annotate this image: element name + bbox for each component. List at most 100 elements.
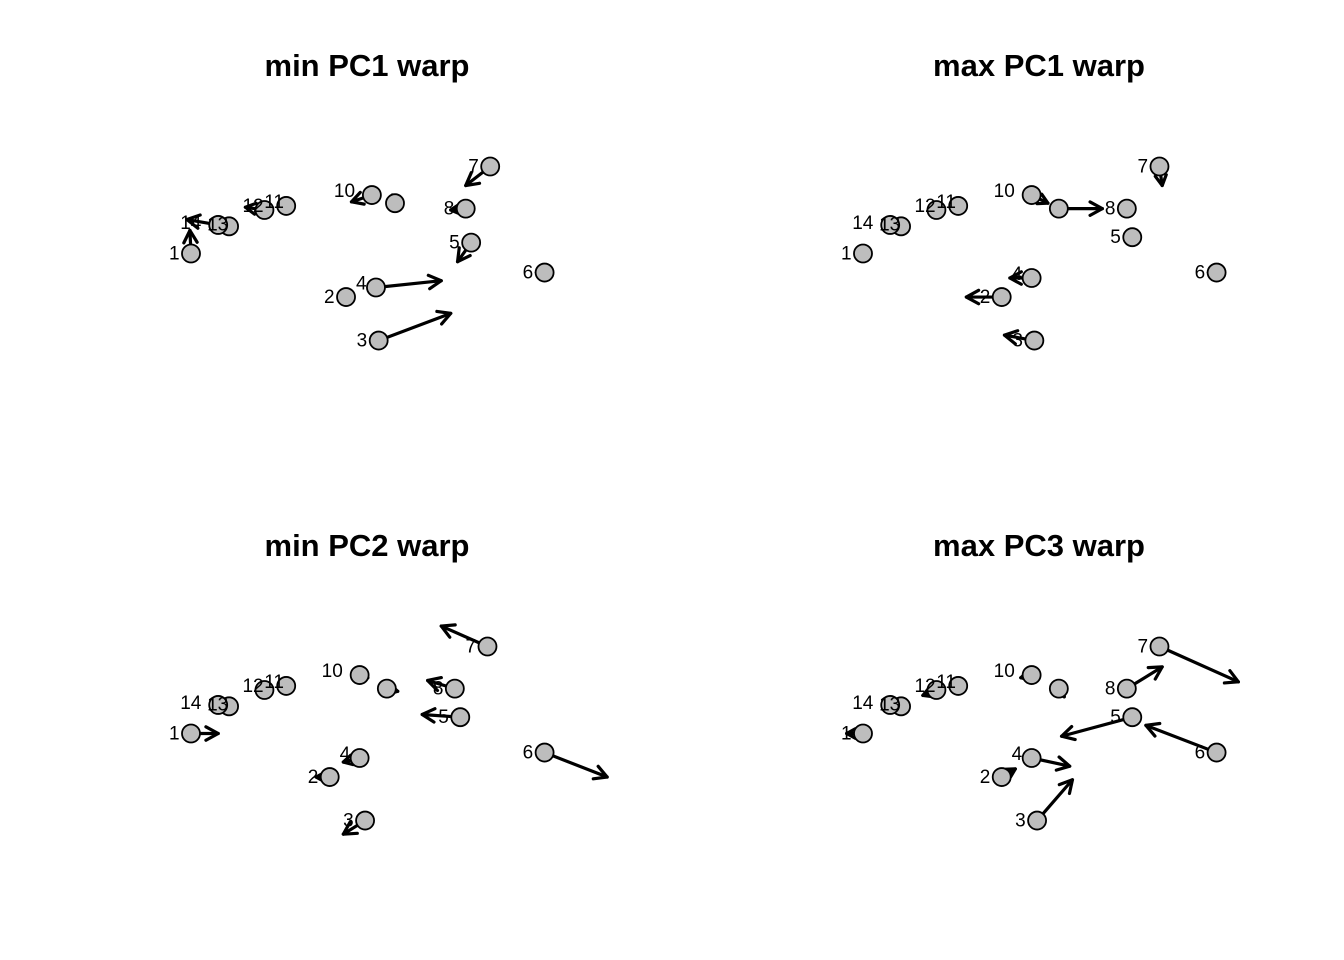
landmark-point-11 (276, 676, 297, 696)
landmark-label-10: 10 (334, 181, 355, 202)
landmark-point-1 (181, 243, 201, 264)
landmark-label-4: 4 (1012, 744, 1023, 765)
arrowhead-2 (964, 288, 981, 306)
landmark-label-8: 8 (1105, 199, 1116, 220)
landmark-point-8 (1116, 678, 1137, 699)
arrowhead-6 (1144, 721, 1162, 738)
landmark-point-4 (1021, 748, 1042, 768)
arrowhead-8 (449, 203, 461, 216)
arrowhead-10 (1035, 192, 1050, 206)
arrowhead-10 (349, 190, 366, 206)
landmark-label-2: 2 (324, 287, 335, 308)
landmark-label-3: 3 (1012, 331, 1023, 352)
panel-title: min PC2 warp (265, 528, 470, 563)
landmark-label-5: 5 (1110, 227, 1121, 248)
landmarks (853, 156, 1227, 351)
arrowhead-7 (439, 623, 457, 639)
landmark-point-2 (991, 767, 1012, 787)
warp-vector-6 (1144, 723, 1219, 755)
landmark-point-4 (1021, 268, 1042, 288)
landmark-point-2 (319, 767, 340, 787)
landmark-point-1 (181, 723, 201, 744)
landmark-label-12: 12 (914, 676, 935, 697)
landmark-label-10: 10 (322, 661, 343, 682)
arrowhead-3 (1057, 778, 1075, 796)
landmark-label-6: 6 (523, 743, 534, 764)
arrowhead-3 (435, 309, 453, 326)
landmark-label-12: 12 (914, 196, 935, 217)
landmark-label-3: 3 (343, 811, 354, 832)
arrowhead-9 (1088, 200, 1104, 217)
landmark-point-5 (1122, 707, 1143, 728)
landmark-label-10: 10 (994, 661, 1015, 682)
arrowhead-12 (921, 687, 934, 699)
arrowhead-1 (204, 725, 220, 742)
landmark-point-14 (880, 215, 901, 235)
landmark-label-8: 8 (1105, 679, 1116, 700)
arrowhead-7 (1222, 669, 1240, 685)
landmark-label-1: 1 (841, 724, 852, 745)
arrowhead-8 (1146, 665, 1164, 681)
arrowhead-5 (1059, 724, 1077, 742)
landmark-label-14: 14 (852, 693, 874, 714)
arrowhead-5 (420, 707, 437, 724)
arrowhead-5 (455, 246, 472, 264)
arrowhead-4 (1054, 755, 1072, 772)
landmark-point-12 (254, 200, 275, 220)
landmark-point-8 (444, 678, 465, 699)
arrowhead-4 (1008, 270, 1023, 286)
arrowhead-8 (426, 675, 443, 693)
landmark-label-7: 7 (1137, 636, 1148, 657)
landmark-label-14: 14 (180, 213, 202, 234)
arrowhead-4 (426, 273, 443, 291)
landmark-point-14 (208, 695, 229, 715)
landmark-label-12: 12 (242, 676, 263, 697)
landmark-label-4: 4 (356, 274, 367, 295)
landmark-label-14: 14 (180, 693, 202, 714)
landmark-label-10: 10 (994, 181, 1015, 202)
landmark-label-11: 11 (264, 192, 284, 213)
landmark-label-6: 6 (1195, 743, 1206, 764)
landmark-point-11 (948, 196, 969, 216)
landmark-label-2: 2 (308, 767, 319, 788)
warp-vectors (845, 644, 1240, 823)
landmark-label-4: 4 (340, 744, 351, 765)
landmark-label-11: 11 (264, 672, 284, 693)
landmark-point-7 (1149, 636, 1170, 657)
landmark-label-8: 8 (433, 679, 444, 700)
landmark-label-13: 13 (207, 214, 228, 235)
landmark-label-13: 13 (879, 694, 900, 715)
landmark-point-11 (276, 196, 297, 216)
landmark-point-5 (450, 707, 471, 728)
landmarks (181, 156, 555, 351)
arrowhead-1 (845, 727, 857, 740)
landmark-point-1 (853, 723, 873, 744)
landmark-label-6: 6 (1195, 263, 1206, 284)
landmark-point-9 (1048, 678, 1069, 699)
arrowhead-3 (1002, 329, 1020, 346)
landmark-label-5: 5 (449, 233, 460, 254)
landmark-point-9 (385, 193, 405, 214)
landmark-label-2: 2 (980, 287, 991, 308)
warp-vector-7 (1157, 644, 1240, 684)
landmark-label-13: 13 (879, 214, 900, 235)
landmark-point-12 (926, 680, 947, 700)
landmark-label-1: 1 (169, 724, 180, 745)
landmark-label-11: 11 (936, 192, 956, 213)
landmark-point-14 (880, 695, 901, 715)
landmark-point-3 (1024, 330, 1045, 351)
warp-vector-5 (1059, 715, 1134, 738)
landmark-label-11: 11 (936, 672, 956, 693)
landmark-point-2 (336, 287, 356, 307)
landmark-point-10 (1021, 185, 1042, 205)
landmark-point-9 (1048, 198, 1069, 219)
landmark-label-13: 13 (207, 694, 228, 715)
landmark-point-4 (366, 277, 386, 298)
landmark-point-5 (461, 232, 482, 253)
